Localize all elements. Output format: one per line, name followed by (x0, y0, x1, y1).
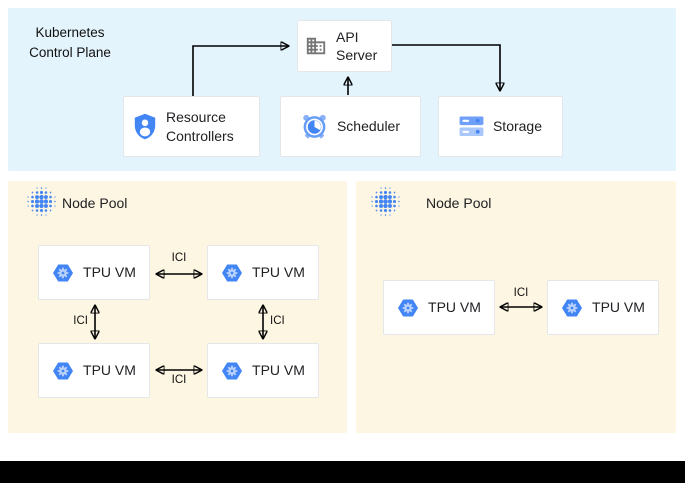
tpu-hexagon-icon (221, 263, 243, 283)
ici-link-label: ICI (270, 315, 285, 327)
tpu-hexagon-icon (52, 361, 74, 381)
tpu-vm-label: TPU VM (252, 362, 305, 379)
tpu-hexagon-icon (561, 298, 583, 318)
tpu-vm-label: TPU VM (83, 264, 136, 281)
bottom-bar (0, 461, 685, 483)
tpu-vm-node: TPU VM (207, 245, 319, 300)
tpu-vm-label: TPU VM (428, 299, 481, 316)
resource-controllers-label: Resource Controllers (166, 109, 234, 144)
ici-link-label: ICI (513, 287, 529, 299)
node-pool-dots-icon (371, 187, 400, 221)
storage-label: Storage (492, 118, 543, 135)
api-server-building-icon (305, 35, 327, 57)
tpu-vm-label: TPU VM (252, 264, 305, 281)
tpu-hexagon-icon (397, 298, 419, 318)
alarm-clock-icon (301, 112, 328, 141)
scheduler-label: Scheduler (336, 118, 401, 135)
resource-controllers-node: Resource Controllers (123, 96, 260, 157)
ici-link-label: ICI (73, 315, 88, 327)
api-server-node: API Server (297, 20, 392, 72)
tpu-vm-label: TPU VM (592, 299, 645, 316)
tpu-vm-node: TPU VM (207, 343, 319, 398)
storage-node: Storage (438, 96, 563, 157)
ici-link-label: ICI (171, 252, 187, 264)
node-pool-label: Node Pool (426, 195, 492, 211)
control-plane-title: Kubernetes Control Plane (29, 25, 111, 61)
tpu-vm-node: TPU VM (383, 280, 495, 335)
node-pool-dots-icon (27, 187, 56, 221)
ici-link-label: ICI (171, 374, 187, 386)
tpu-vm-node: TPU VM (38, 245, 150, 300)
node-pool-label: Node Pool (62, 195, 128, 211)
scheduler-node: Scheduler (280, 96, 421, 157)
tpu-vm-node: TPU VM (547, 280, 659, 335)
storage-stack-icon (459, 116, 484, 137)
tpu-vm-node: TPU VM (38, 343, 150, 398)
tpu-vm-label: TPU VM (83, 362, 136, 379)
shield-person-icon (133, 113, 157, 140)
tpu-hexagon-icon (221, 361, 243, 381)
api-server-label: API Server (336, 28, 378, 63)
tpu-hexagon-icon (52, 263, 74, 283)
